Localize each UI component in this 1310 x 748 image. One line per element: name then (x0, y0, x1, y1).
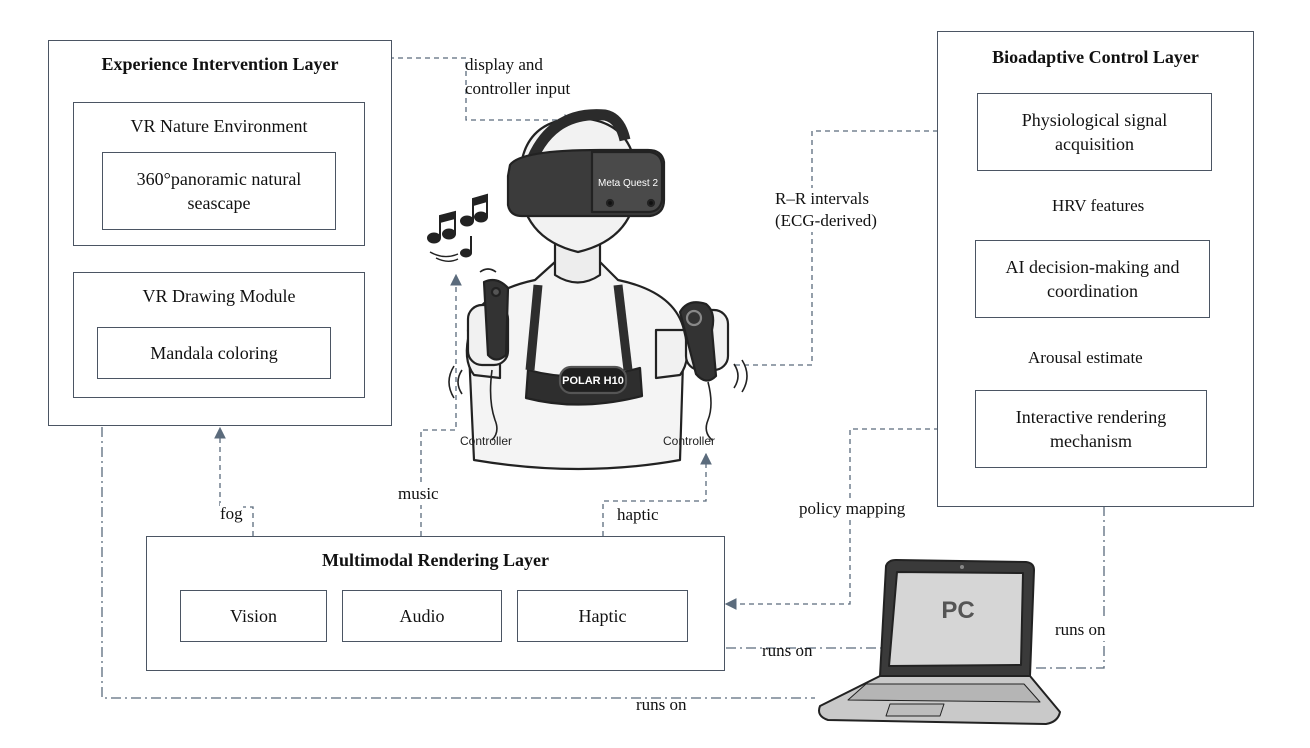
edge-label-music: music (398, 483, 439, 505)
edge-label-policy: policy mapping (799, 498, 906, 520)
edge-label-hrv: HRV features (1052, 195, 1145, 217)
vision-box: Vision (180, 590, 327, 642)
experience-intervention-layer: Experience Intervention Layer VR Nature … (48, 40, 392, 426)
ai-decision-text: AI decision-making and coordination (1005, 257, 1180, 301)
edge-display-input (356, 52, 577, 126)
vr-nature-title: VR Nature Environment (130, 116, 308, 136)
music-notes-icon (427, 193, 488, 262)
interactive-rendering-text: Interactive rendering mechanism (1015, 407, 1167, 451)
pc-label: PC (941, 597, 974, 624)
chest-strap-label: POLAR H10 (562, 375, 624, 387)
edge-label-arousal: Arousal estimate (1028, 347, 1143, 369)
seascape-box: 360°panoramic natural seascape (102, 152, 336, 230)
edge-label-runs-on-mm: runs on (762, 641, 813, 660)
edge-label-runs-on-bio: runs on (1055, 619, 1106, 641)
edge-runs-on-exp (101, 427, 815, 699)
edge-label-display-input: display and controller input (465, 55, 571, 98)
experience-layer-title: Experience Intervention Layer (101, 54, 339, 74)
signal-acquisition-text: Physiological signal acquisition (1021, 110, 1168, 154)
mandala-box: Mandala coloring (97, 327, 331, 379)
edge-policy (724, 428, 975, 610)
edge-label-rr-intervals: R–R intervals (ECG-derived) (775, 188, 900, 232)
laptop-icon (818, 559, 1061, 725)
edge-runs-on-bio (1032, 506, 1105, 669)
vision-text: Vision (230, 606, 277, 626)
edge-music (420, 273, 462, 590)
haptic-text: Haptic (578, 606, 627, 626)
mandala-text: Mandala coloring (150, 343, 278, 363)
audio-box: Audio (342, 590, 502, 642)
vr-drawing-title: VR Drawing Module (142, 286, 296, 306)
vr-drawing-module: VR Drawing Module Mandala coloring (73, 272, 365, 398)
interactive-rendering-box: Interactive rendering mechanism (975, 390, 1207, 468)
vr-nature-environment: VR Nature Environment 360°panoramic natu… (73, 102, 365, 246)
audio-text: Audio (399, 606, 445, 626)
headset-label: Meta Quest 2 (598, 178, 658, 189)
bioadaptive-layer-title: Bioadaptive Control Layer (992, 47, 1199, 67)
multimodal-layer-title: Multimodal Rendering Layer (322, 550, 549, 570)
controller-right-label: Controller (663, 434, 715, 448)
controller-left-label: Controller (460, 434, 512, 448)
edge-label-fog: fog (220, 503, 243, 525)
seascape-text: 360°panoramic natural seascape (136, 169, 302, 213)
vr-user-illustration (448, 109, 748, 471)
haptic-box: Haptic (517, 590, 688, 642)
signal-acquisition-box: Physiological signal acquisition (977, 93, 1212, 171)
edge-label-runs-on-exp: runs on (636, 695, 687, 714)
edge-label-haptic: haptic (617, 504, 659, 526)
ai-decision-box: AI decision-making and coordination (975, 240, 1210, 318)
edge-rr-intervals (735, 125, 977, 366)
